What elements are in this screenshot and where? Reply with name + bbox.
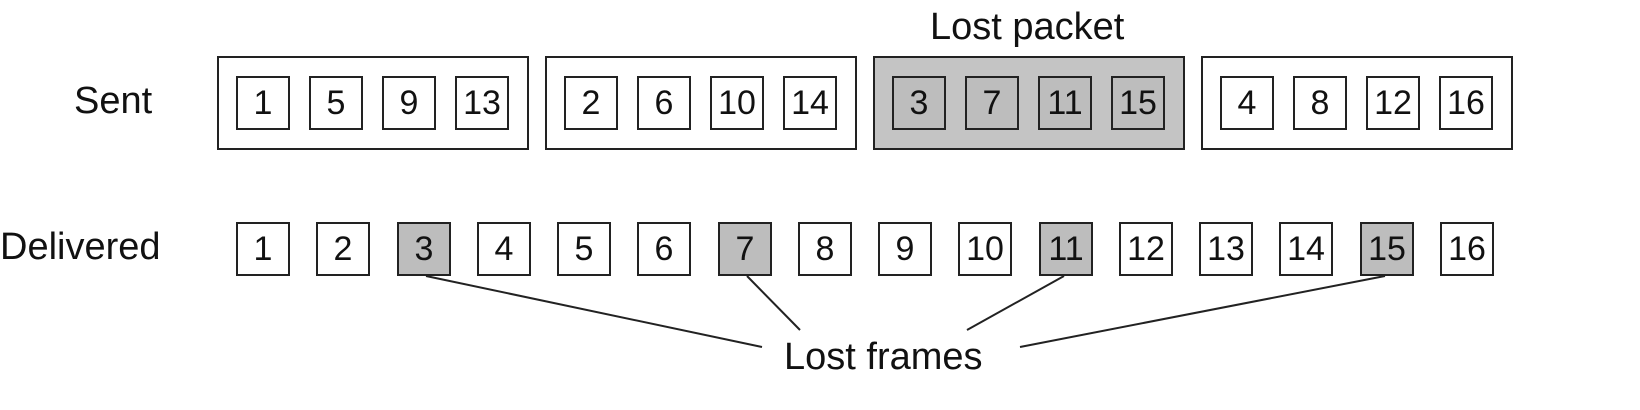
delivered-lost-frame: 15 — [1360, 222, 1414, 276]
sent-frame: 6 — [637, 76, 691, 130]
sent-frame: 10 — [710, 76, 764, 130]
sent-frame: 3 — [892, 76, 946, 130]
delivered-row-label: Delivered — [0, 226, 161, 268]
sent-frame: 1 — [236, 76, 290, 130]
sent-frame: 2 — [564, 76, 618, 130]
delivered-frame: 12 — [1119, 222, 1173, 276]
delivered-lost-frame: 7 — [718, 222, 772, 276]
sent-frame: 13 — [455, 76, 509, 130]
delivered-frame: 1 — [236, 222, 290, 276]
sent-frame: 9 — [382, 76, 436, 130]
delivered-frame: 14 — [1279, 222, 1333, 276]
delivered-frame: 16 — [1440, 222, 1494, 276]
delivered-frame: 6 — [637, 222, 691, 276]
delivered-frame: 4 — [477, 222, 531, 276]
lost-frame-connector-line — [966, 275, 1065, 331]
delivered-frame: 5 — [557, 222, 611, 276]
delivered-lost-frame: 11 — [1039, 222, 1093, 276]
sent-frame: 7 — [965, 76, 1019, 130]
sent-frame: 12 — [1366, 76, 1420, 130]
sent-frame: 14 — [783, 76, 837, 130]
delivered-frame: 10 — [958, 222, 1012, 276]
delivered-lost-frame: 3 — [397, 222, 451, 276]
lost-frames-caption: Lost frames — [784, 336, 983, 378]
sent-frame: 5 — [309, 76, 363, 130]
lost-frame-connector-line — [425, 275, 763, 348]
delivered-frame: 9 — [878, 222, 932, 276]
sent-frame: 8 — [1293, 76, 1347, 130]
delivered-frame: 8 — [798, 222, 852, 276]
sent-frame: 11 — [1038, 76, 1092, 130]
sent-frame: 4 — [1220, 76, 1274, 130]
sent-frame: 16 — [1439, 76, 1493, 130]
delivered-frame: 2 — [316, 222, 370, 276]
lost-frame-connector-line — [1019, 275, 1386, 348]
lost-frame-connector-line — [746, 275, 801, 331]
lost-packet-caption: Lost packet — [930, 6, 1125, 48]
delivered-frame: 13 — [1199, 222, 1253, 276]
sent-frame: 15 — [1111, 76, 1165, 130]
sent-row-label: Sent — [74, 80, 153, 122]
